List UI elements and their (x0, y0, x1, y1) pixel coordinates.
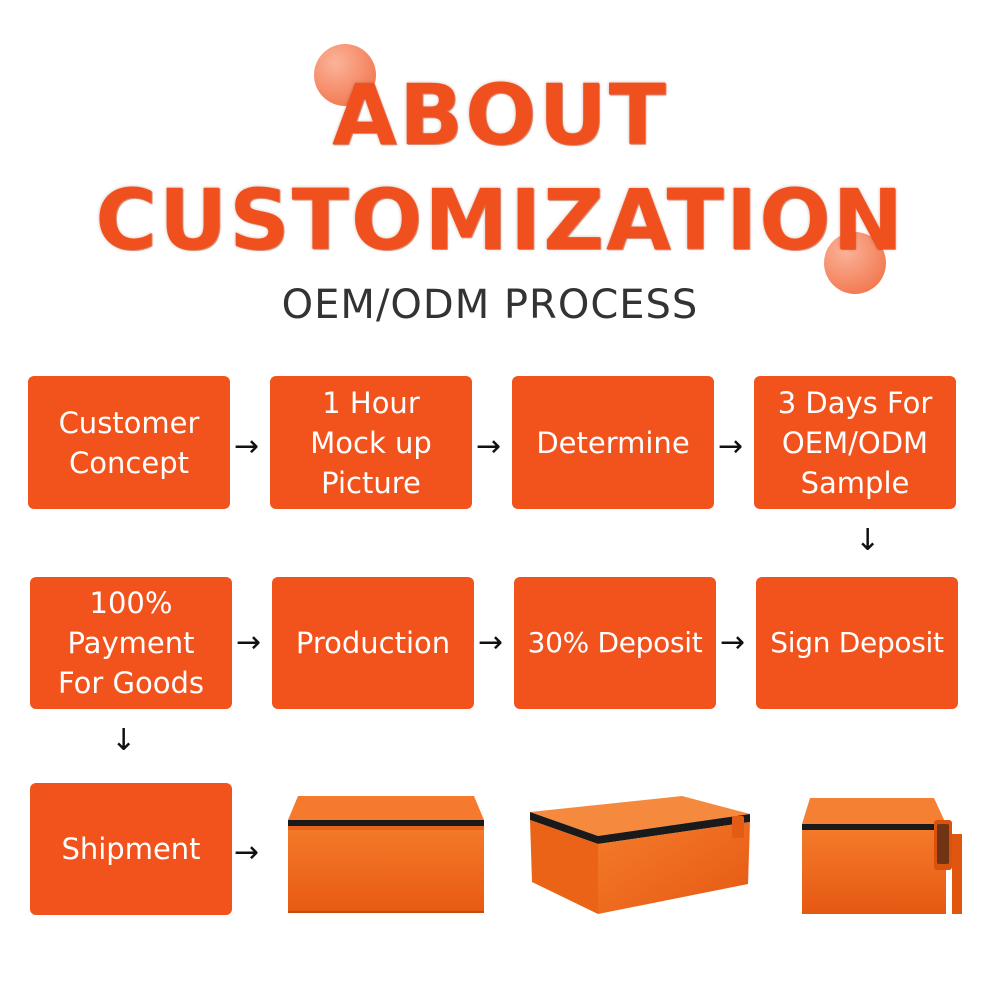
step-shipment: Shipment (30, 783, 232, 915)
step-30-deposit: 30% Deposit (514, 577, 716, 709)
insulated-box-side-icon (802, 798, 962, 914)
insulated-box-angled-icon (530, 796, 750, 914)
decorative-circle-top (314, 44, 376, 106)
step-sign-deposit: Sign Deposit (756, 577, 958, 709)
arrow-down-1: ↓ (855, 523, 881, 558)
subtitle: OEM/ODM PROCESS (281, 282, 699, 328)
step-payment-for-goods: 100% Payment For Goods (30, 577, 232, 709)
step-determine: Determine (512, 376, 714, 509)
arrow-right-1: → (234, 429, 260, 464)
step-production: Production (272, 577, 474, 709)
title-line-1: ABOUT (332, 66, 668, 164)
step-customer-concept: Customer Concept (28, 376, 230, 509)
arrow-left-2: → (478, 625, 504, 660)
step-mockup-picture: 1 Hour Mock up Picture (270, 376, 472, 509)
insulated-box-front-icon (288, 796, 484, 913)
arrow-left-3: → (720, 625, 746, 660)
decorative-circle-bottom (824, 232, 886, 294)
title-line-2: CUSTOMIZATION (95, 171, 905, 269)
arrow-down-2: ↓ (111, 723, 137, 758)
arrow-right-4: → (234, 835, 260, 870)
arrow-right-3: → (718, 429, 744, 464)
arrow-right-2: → (476, 429, 502, 464)
step-oem-odm-sample: 3 Days For OEM/ODM Sample (754, 376, 956, 509)
arrow-left-1: → (236, 625, 262, 660)
